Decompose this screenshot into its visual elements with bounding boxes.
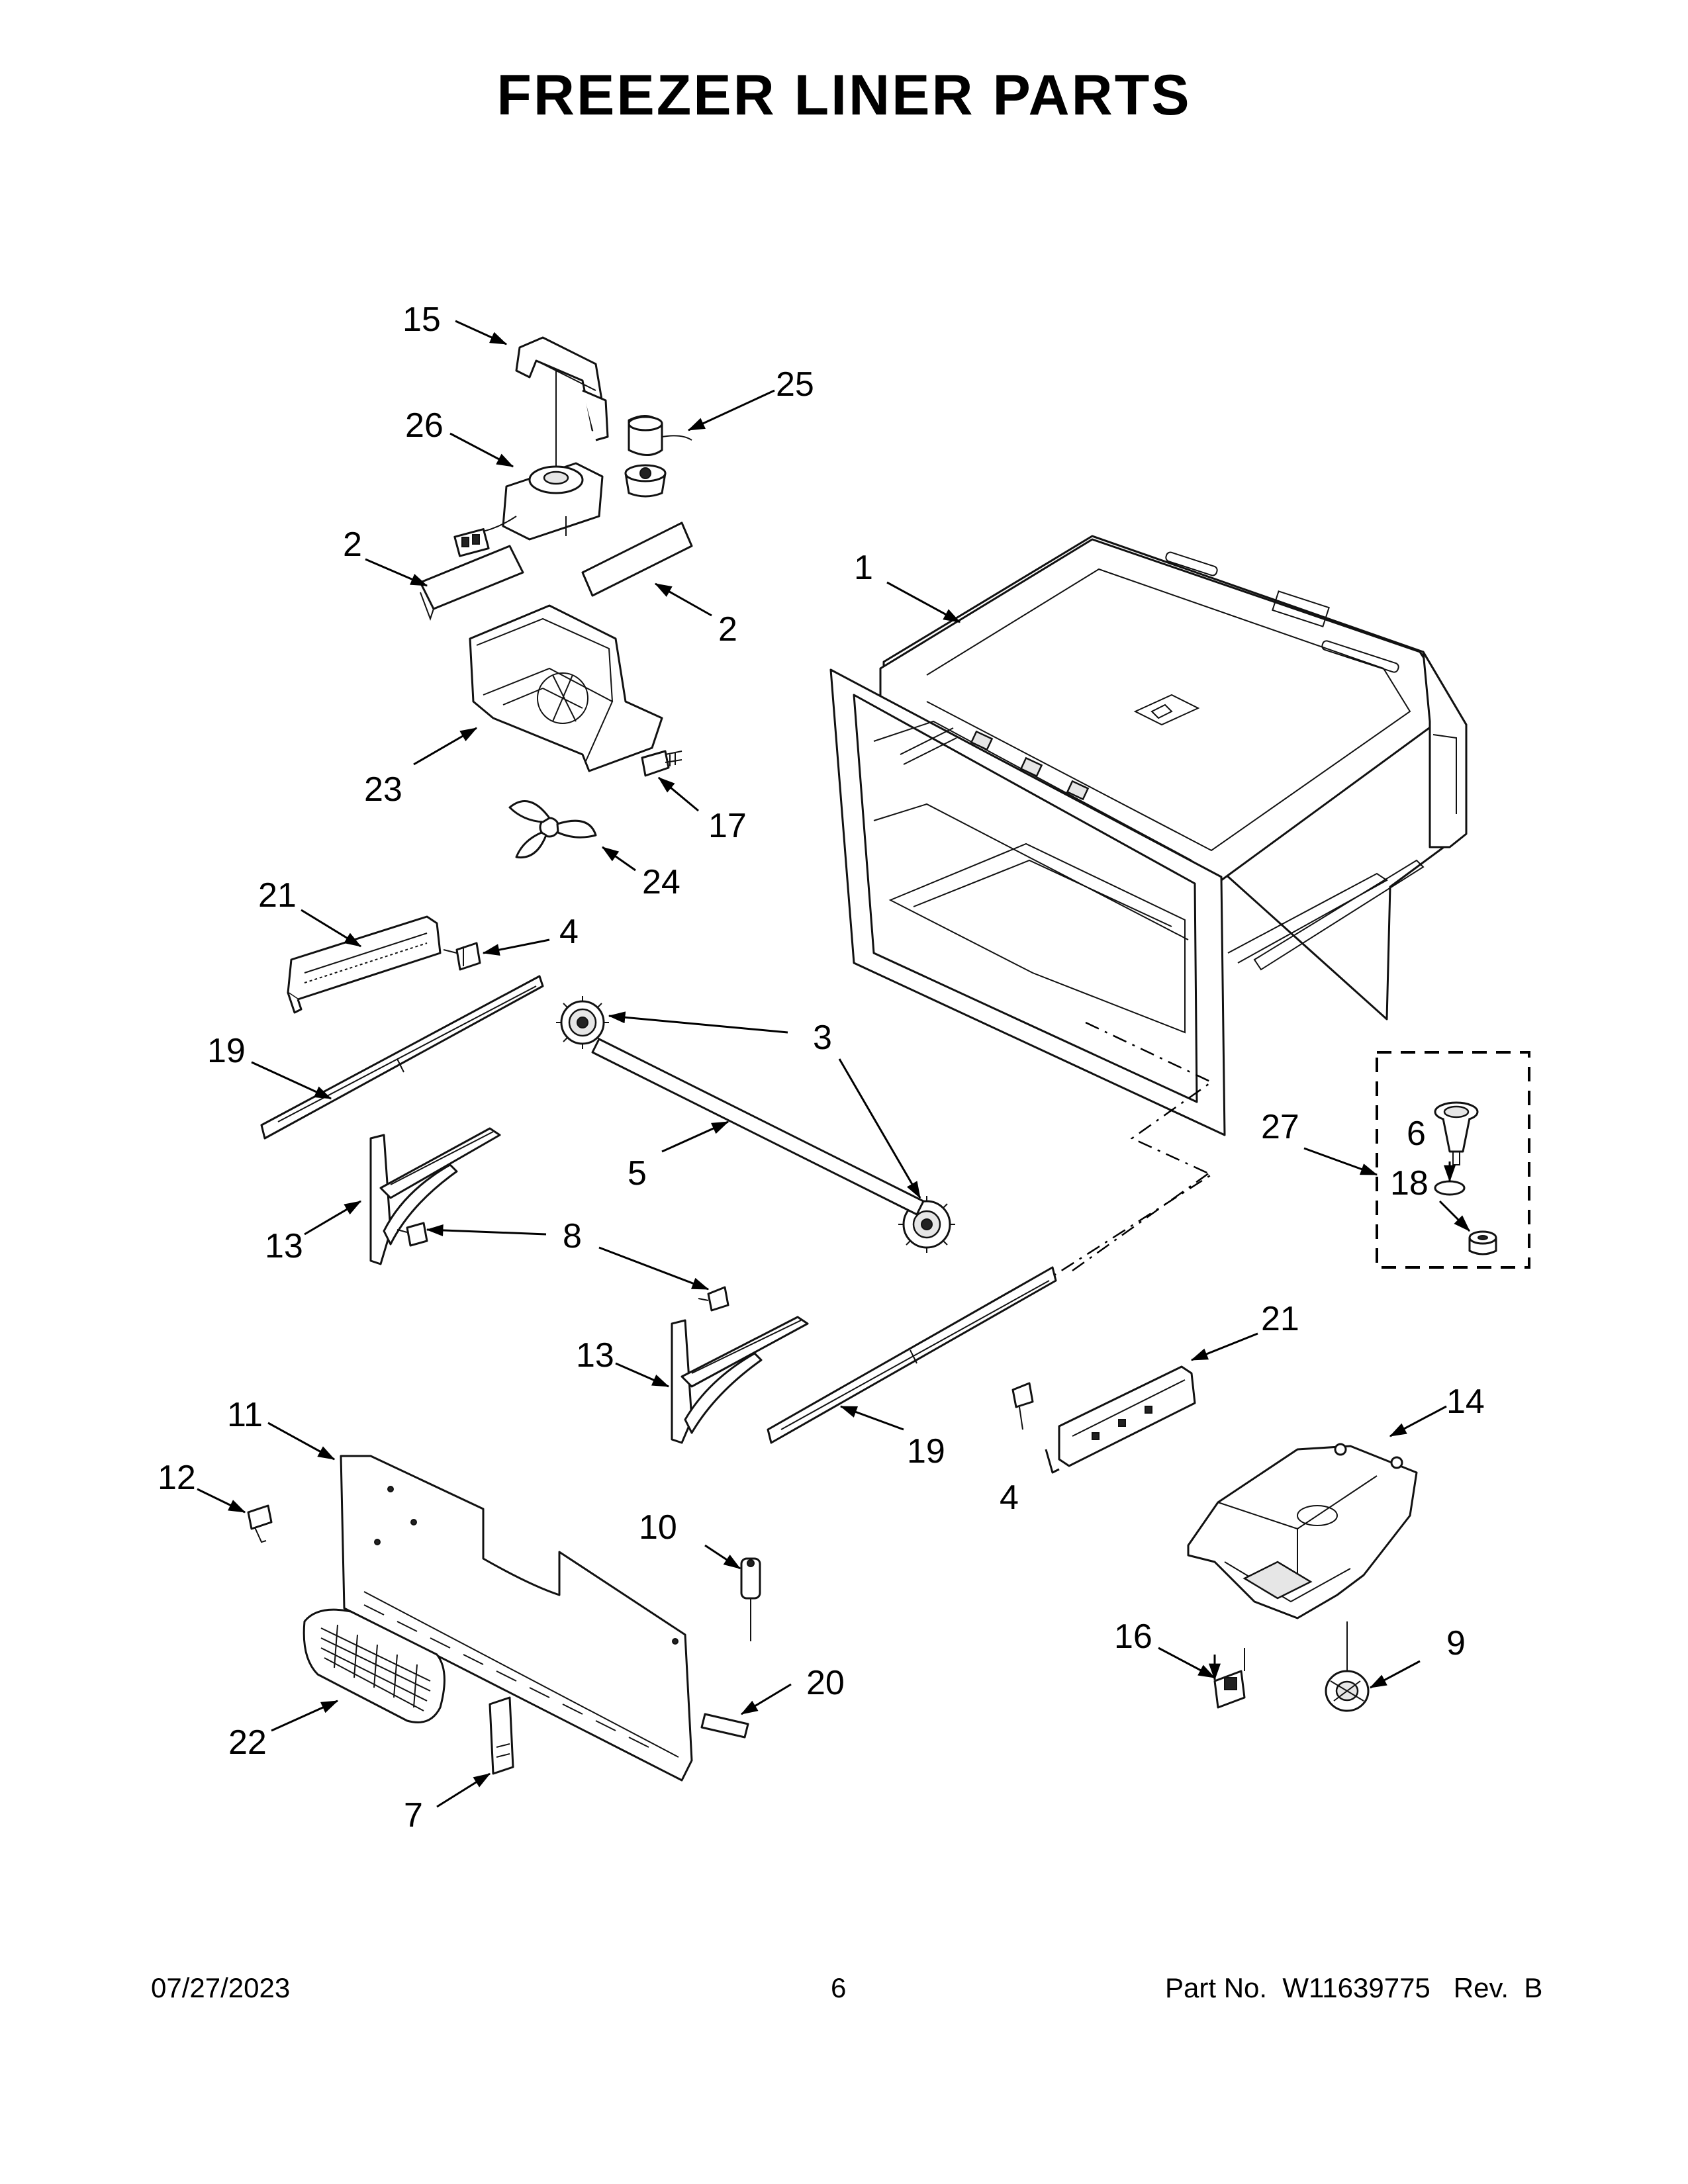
- thermistor-part-10: [740, 1557, 761, 1641]
- foam-strip-part-20: [700, 1713, 749, 1739]
- leader-arrows: [197, 320, 1471, 1808]
- callout-labels: 15 25 26 2 2 1 23 17 24 21 4 3 19 5 27 6…: [158, 300, 1485, 1835]
- sensor-part-25: [624, 415, 692, 498]
- callout-17: 17: [708, 807, 747, 845]
- screw-part-12: [247, 1504, 273, 1543]
- callout-2-right: 2: [718, 610, 737, 649]
- callout-3: 3: [813, 1019, 832, 1057]
- callout-21-left: 21: [258, 876, 297, 915]
- callout-12: 12: [158, 1459, 196, 1497]
- callout-23: 23: [364, 770, 402, 809]
- screw-part-8-right: [698, 1286, 729, 1312]
- fan-housing-part-23: [469, 604, 663, 772]
- callout-21-right: 21: [1261, 1300, 1299, 1338]
- assembly-line-b: [1072, 1170, 1212, 1272]
- screw-part-8-left: [397, 1222, 428, 1247]
- slide-housing-part-21-left: [287, 915, 442, 1014]
- fan-motor-part-26: [453, 462, 604, 557]
- cover-panel-part-11: [340, 1455, 693, 1782]
- callout-19-right: 19: [907, 1432, 945, 1471]
- bracket-part-13-right: [671, 1316, 809, 1444]
- callout-26: 26: [405, 406, 444, 445]
- slide-rail-part-19-right: [767, 1266, 1057, 1444]
- callout-4-right: 4: [1000, 1479, 1019, 1517]
- footer-page-number: 6: [831, 1972, 847, 2003]
- callout-4-left: 4: [559, 913, 579, 951]
- callout-24: 24: [642, 863, 680, 901]
- slide-rail-part-19-left: [260, 975, 544, 1140]
- foam-block-part-2-right: [581, 522, 693, 597]
- o-ring-part-18: [1434, 1180, 1466, 1196]
- callout-9: 9: [1446, 1624, 1466, 1662]
- callout-13-right: 13: [576, 1336, 614, 1375]
- callout-2-left: 2: [343, 525, 362, 564]
- slide-housing-part-21-right: [1045, 1365, 1196, 1474]
- latch-part-7: [489, 1696, 514, 1775]
- callout-10: 10: [639, 1508, 677, 1547]
- foam-block-part-2-left: [419, 545, 524, 621]
- callout-15: 15: [402, 300, 441, 339]
- assembly-line-a: [1045, 1021, 1213, 1282]
- callout-5: 5: [628, 1154, 647, 1193]
- callout-22: 22: [228, 1723, 267, 1762]
- fan-blade-part-24: [508, 800, 597, 859]
- callout-16: 16: [1114, 1617, 1152, 1656]
- axle-rod-part-5: [591, 1038, 925, 1216]
- screw-part-4-left: [443, 942, 481, 971]
- callout-14: 14: [1446, 1383, 1485, 1421]
- washer-part: [1468, 1230, 1497, 1255]
- bracket-part-13-left: [369, 1127, 501, 1265]
- page-title: FREEZER LINER PARTS: [496, 64, 1192, 127]
- screw-part-17: [641, 750, 682, 777]
- callout-8: 8: [563, 1217, 582, 1255]
- callout-7: 7: [404, 1796, 423, 1835]
- housing-part-14: [1187, 1443, 1418, 1619]
- callout-27: 27: [1261, 1108, 1299, 1146]
- vent-grille-part-22: [303, 1608, 445, 1723]
- gear-part-9: [1325, 1621, 1370, 1712]
- screw-part-4-right: [1011, 1382, 1034, 1430]
- fan-motor-bracket-part-15: [515, 336, 609, 477]
- footer-date: 07/27/2023: [151, 1972, 291, 2003]
- freezer-liner-part-1: [829, 535, 1468, 1136]
- gear-part-3-top: [556, 996, 609, 1049]
- callout-11: 11: [227, 1396, 263, 1434]
- callout-6: 6: [1407, 1115, 1426, 1153]
- part-6: [1434, 1101, 1479, 1165]
- switch-part-16: [1213, 1648, 1246, 1709]
- part-kit-box-27: [1376, 1051, 1530, 1269]
- callout-19-left: 19: [207, 1032, 246, 1070]
- footer-part-number: Part No. W11639775 Rev. B: [1165, 1972, 1543, 2003]
- callout-20: 20: [806, 1664, 845, 1702]
- callout-13-left: 13: [265, 1227, 303, 1265]
- callout-18: 18: [1390, 1164, 1429, 1203]
- callout-1: 1: [854, 549, 873, 587]
- callout-25: 25: [776, 365, 814, 404]
